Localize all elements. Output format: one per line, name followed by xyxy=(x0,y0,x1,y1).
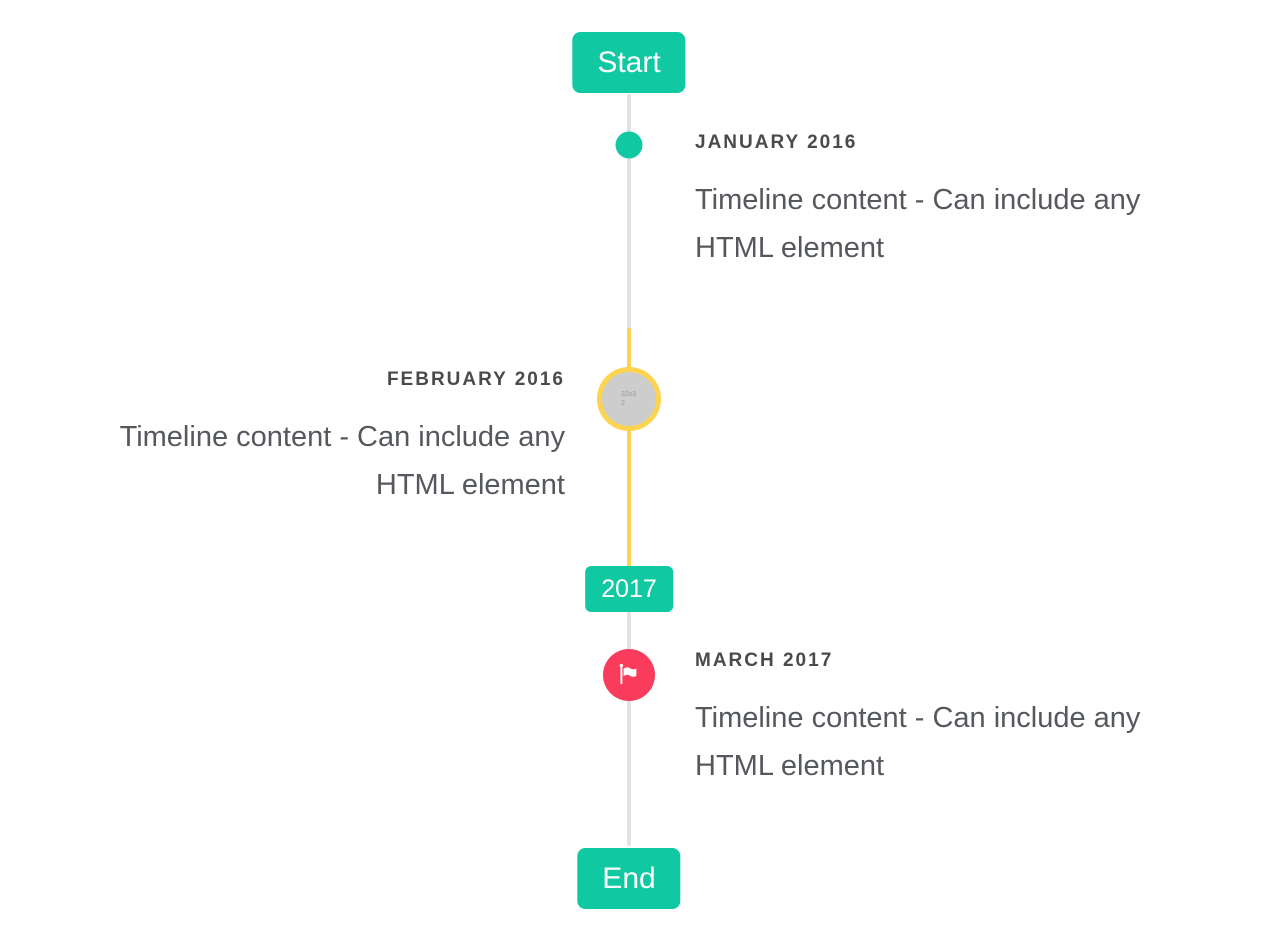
entry-title: JANUARY 2016 xyxy=(695,132,858,153)
broken-image-icon: 32x32 xyxy=(621,391,637,407)
end-flag-badge: End xyxy=(577,848,681,909)
timeline-entry-march: MARCH 2017 Timeline content - Can includ… xyxy=(695,649,1220,790)
timeline-entry-february: FEBRUARY 2016 Timeline content - Can inc… xyxy=(40,368,565,509)
timeline-marker-flag[interactable] xyxy=(603,649,655,701)
timeline-line-highlight xyxy=(627,328,631,566)
start-flag-badge: Start xyxy=(572,32,686,93)
timeline-entry-january: JANUARY 2016 Timeline content - Can incl… xyxy=(695,131,1220,272)
entry-content: Timeline content - Can include any HTML … xyxy=(119,421,565,501)
year-flag-badge: 2017 xyxy=(585,566,673,612)
entry-content: Timeline content - Can include any HTML … xyxy=(695,702,1141,782)
flag-icon xyxy=(616,662,642,688)
entry-title: FEBRUARY 2016 xyxy=(386,369,565,390)
timeline-marker-image[interactable]: 32x32 xyxy=(597,367,661,431)
timeline-marker-dot[interactable] xyxy=(615,131,643,159)
entry-title: MARCH 2017 xyxy=(695,650,834,671)
entry-content: Timeline content - Can include any HTML … xyxy=(695,184,1141,264)
